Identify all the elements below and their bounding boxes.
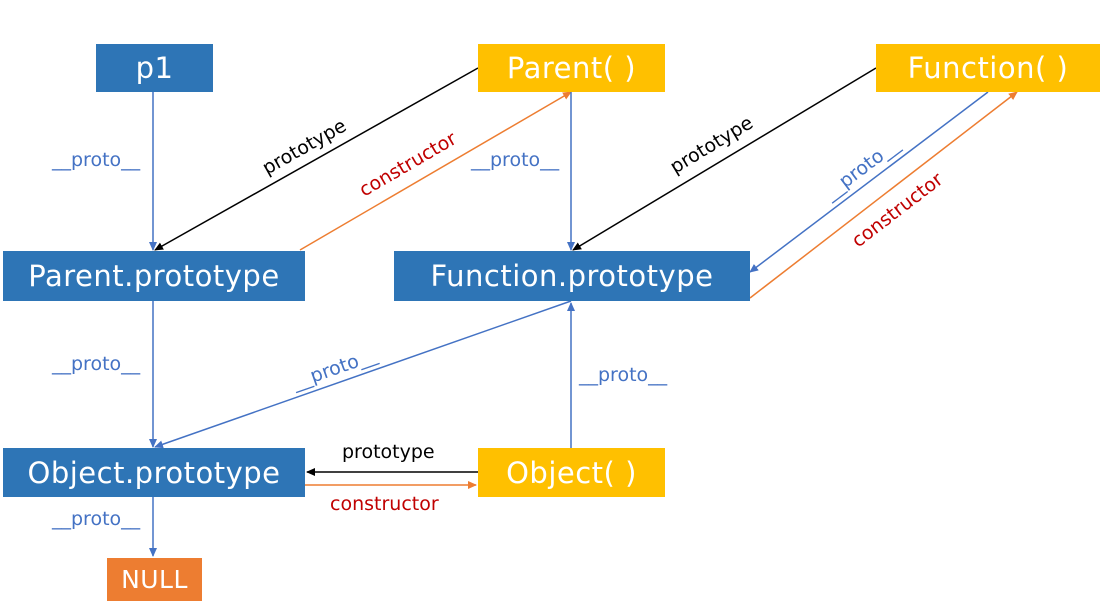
- node-object-prototype: Object.prototype: [3, 448, 305, 497]
- node-parent-constructor: Parent( ): [478, 44, 665, 92]
- edge-function-proto: [749, 91, 989, 273]
- edge-function-constructor: [749, 91, 1018, 299]
- label-object-constructor: constructor: [330, 493, 439, 515]
- label-object-prototype: prototype: [342, 441, 435, 463]
- label-objectproto-proto: __proto__: [51, 508, 141, 530]
- node-parent-prototype: Parent.prototype: [3, 251, 305, 301]
- label-parent-constructor: constructor: [355, 128, 460, 202]
- node-p1: p1: [96, 44, 213, 92]
- node-object-constructor: Object( ): [478, 448, 665, 497]
- label-functionproto-proto: __proto__: [288, 344, 380, 394]
- edge-functionproto-proto: [154, 300, 572, 449]
- edge-function-prototype: [572, 67, 877, 251]
- label-function-prototype: prototype: [666, 112, 757, 179]
- node-null: NULL: [107, 558, 202, 601]
- node-function-constructor: Function( ): [876, 44, 1100, 92]
- edge-parent-constructor: [299, 91, 572, 251]
- label-parent-proto: __proto__: [470, 149, 560, 171]
- label-object-proto: __proto__: [578, 364, 668, 386]
- label-parentproto-proto: __proto__: [51, 353, 141, 375]
- edge-parent-prototype: [154, 67, 479, 251]
- label-function-proto: __proto__: [819, 133, 904, 205]
- node-function-prototype: Function.prototype: [394, 251, 750, 301]
- label-p1-proto: __proto__: [51, 149, 141, 171]
